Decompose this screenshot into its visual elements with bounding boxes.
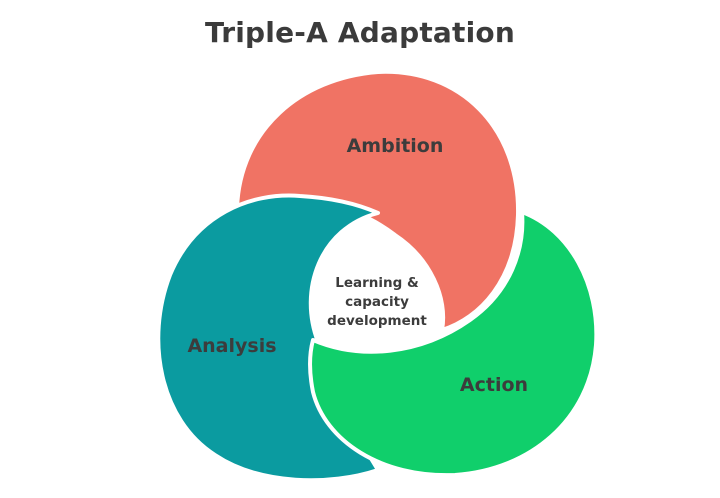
center-label-line-1: Learning & <box>335 275 419 291</box>
analysis-label: Analysis <box>187 335 276 357</box>
action-segment <box>308 210 599 478</box>
diagram-title: Triple-A Adaptation <box>205 16 515 49</box>
ambition-label: Ambition <box>347 135 444 157</box>
center-label-line-2: capacity <box>345 294 409 310</box>
center-label: Learning & capacity development <box>327 275 427 329</box>
action-label: Action <box>460 374 528 396</box>
ambition-segment <box>235 69 521 332</box>
center-label-line-3: development <box>327 313 427 329</box>
